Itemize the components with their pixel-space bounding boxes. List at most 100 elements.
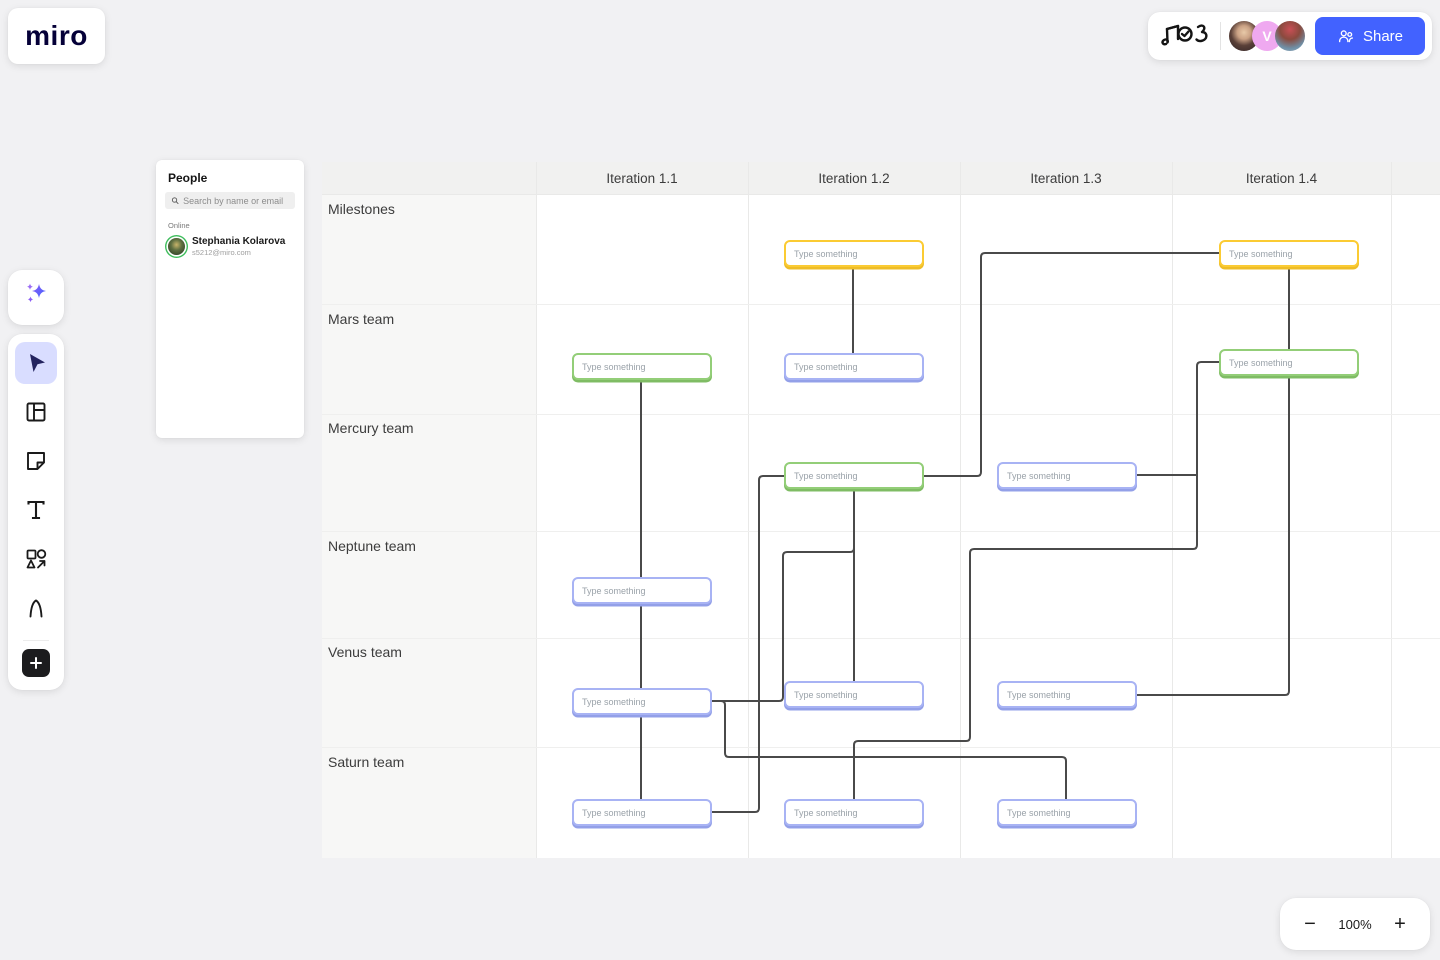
people-icon <box>1338 30 1354 43</box>
card-placeholder: Type something <box>582 807 646 818</box>
share-button[interactable]: Share <box>1315 17 1425 55</box>
card-placeholder: Type something <box>794 807 858 818</box>
card-milestone-iteration-1-2[interactable]: Type something <box>784 240 924 267</box>
people-panel: People Online Stephania Kolarova s5212@m… <box>156 160 304 438</box>
grid-line <box>322 304 1440 305</box>
grid-line <box>748 162 749 858</box>
grid-line <box>322 531 1440 532</box>
member-row[interactable]: Stephania Kolarova s5212@miro.com <box>156 236 304 257</box>
card-venus-iteration-1-2[interactable]: Type something <box>784 681 924 708</box>
connector-mercury12-venus11[interactable] <box>711 488 855 702</box>
card-mars-iteration-1-2[interactable]: Type something <box>784 353 924 380</box>
member-avatar <box>168 238 185 255</box>
share-button-label: Share <box>1362 27 1404 45</box>
connector-milestone14-venus13[interactable] <box>1136 266 1290 696</box>
grid-line <box>536 162 537 858</box>
tool-select[interactable] <box>15 342 57 384</box>
tool-ai-assistant[interactable] <box>15 273 57 315</box>
member-email: s5212@miro.com <box>192 248 251 257</box>
column-header-iteration-1-1[interactable]: Iteration 1.1 <box>606 171 678 186</box>
zoom-in-button[interactable]: + <box>1384 908 1416 940</box>
grid-line <box>960 162 961 858</box>
text-icon <box>27 500 45 520</box>
column-header-iteration-1-3[interactable]: Iteration 1.3 <box>1030 171 1102 186</box>
row-label-saturn-team[interactable]: Saturn team <box>328 754 405 770</box>
card-saturn-iteration-1-2[interactable]: Type something <box>784 799 924 826</box>
card-mars-iteration-1-4[interactable]: Type something <box>1219 349 1359 376</box>
column-header-iteration-1-4[interactable]: Iteration 1.4 <box>1245 171 1318 186</box>
card-mercury-iteration-1-2[interactable]: Type something <box>784 462 924 489</box>
card-placeholder: Type something <box>582 696 646 707</box>
creation-toolbar <box>8 334 64 690</box>
zoom-out-button[interactable]: − <box>1294 908 1326 940</box>
row-label-mercury-team[interactable]: Mercury team <box>328 420 414 436</box>
card-placeholder: Type something <box>1229 357 1293 368</box>
grid-line <box>322 638 1440 639</box>
board-canvas[interactable]: Iteration 1.1 Iteration 1.2 Iteration 1.… <box>322 162 1440 858</box>
plus-icon <box>30 657 42 669</box>
member-name: Stephania Kolarova <box>192 236 286 247</box>
row-label-milestones[interactable]: Milestones <box>328 201 395 217</box>
avatar-collaborator-2[interactable] <box>1275 21 1305 51</box>
frames-icon <box>26 402 46 422</box>
card-placeholder: Type something <box>1007 689 1071 700</box>
grid-line <box>1391 162 1392 858</box>
cursor-icon <box>30 354 45 372</box>
miro-logo-text: miro <box>25 20 88 51</box>
tool-sticky-note[interactable] <box>15 440 57 482</box>
miro-logo[interactable]: miro <box>8 8 105 64</box>
card-mars-iteration-1-1[interactable]: Type something <box>572 353 712 380</box>
grid-line <box>1172 162 1173 858</box>
row-label-neptune-team[interactable]: Neptune team <box>328 538 416 554</box>
collaborator-avatars: V <box>1229 21 1305 51</box>
music-notes-doodle-icon[interactable] <box>1158 17 1216 55</box>
row-label-mars-team[interactable]: Mars team <box>328 311 395 327</box>
card-saturn-iteration-1-3[interactable]: Type something <box>997 799 1137 826</box>
tool-shapes[interactable] <box>15 538 57 580</box>
top-right-bar: V Share <box>1148 12 1432 60</box>
sticky-note-icon <box>27 452 45 470</box>
tool-frames[interactable] <box>15 391 57 433</box>
card-placeholder: Type something <box>1007 470 1071 481</box>
card-placeholder: Type something <box>794 248 858 259</box>
ai-sparkles-icon <box>27 283 46 303</box>
tool-more-apps[interactable] <box>22 649 50 677</box>
people-search[interactable] <box>165 192 295 209</box>
toolbar-divider <box>23 640 49 641</box>
grid-line <box>322 747 1440 748</box>
connector-layer <box>640 252 1290 813</box>
connector-mercury12-saturn11[interactable] <box>711 475 785 813</box>
card-placeholder: Type something <box>582 361 646 372</box>
card-placeholder: Type something <box>794 361 858 372</box>
pen-icon <box>29 599 43 618</box>
search-icon <box>171 197 179 204</box>
connector-mercury12-milestone14[interactable] <box>923 252 1220 477</box>
connector-venus11-saturn13[interactable] <box>711 700 1067 800</box>
tool-pen[interactable] <box>15 587 57 629</box>
online-section-label: Online <box>168 221 190 230</box>
card-venus-iteration-1-3[interactable]: Type something <box>997 681 1137 708</box>
grid-line <box>322 414 1440 415</box>
card-placeholder: Type something <box>1229 248 1293 259</box>
card-mercury-iteration-1-3[interactable]: Type something <box>997 462 1137 489</box>
card-placeholder: Type something <box>794 689 858 700</box>
zoom-controls: − 100% + <box>1280 898 1430 950</box>
people-search-input[interactable] <box>183 195 289 206</box>
card-saturn-iteration-1-1[interactable]: Type something <box>572 799 712 826</box>
column-header-iteration-1-2[interactable]: Iteration 1.2 <box>818 171 890 186</box>
shapes-icon <box>26 549 47 569</box>
card-placeholder: Type something <box>582 585 646 596</box>
iteration-header-row <box>322 162 1440 195</box>
row-label-venus-team[interactable]: Venus team <box>328 644 402 660</box>
card-neptune-iteration-1-1[interactable]: Type something <box>572 577 712 604</box>
card-placeholder: Type something <box>1007 807 1071 818</box>
ai-tool-panel <box>8 270 64 325</box>
card-placeholder: Type something <box>794 470 858 481</box>
card-venus-iteration-1-1[interactable]: Type something <box>572 688 712 715</box>
zoom-level[interactable]: 100% <box>1338 916 1372 932</box>
card-milestone-iteration-1-4[interactable]: Type something <box>1219 240 1359 267</box>
people-panel-title: People <box>168 171 208 185</box>
topbar-divider <box>1220 22 1221 50</box>
tool-text[interactable] <box>15 489 57 531</box>
connector-mars14-saturn12[interactable] <box>853 361 1220 800</box>
